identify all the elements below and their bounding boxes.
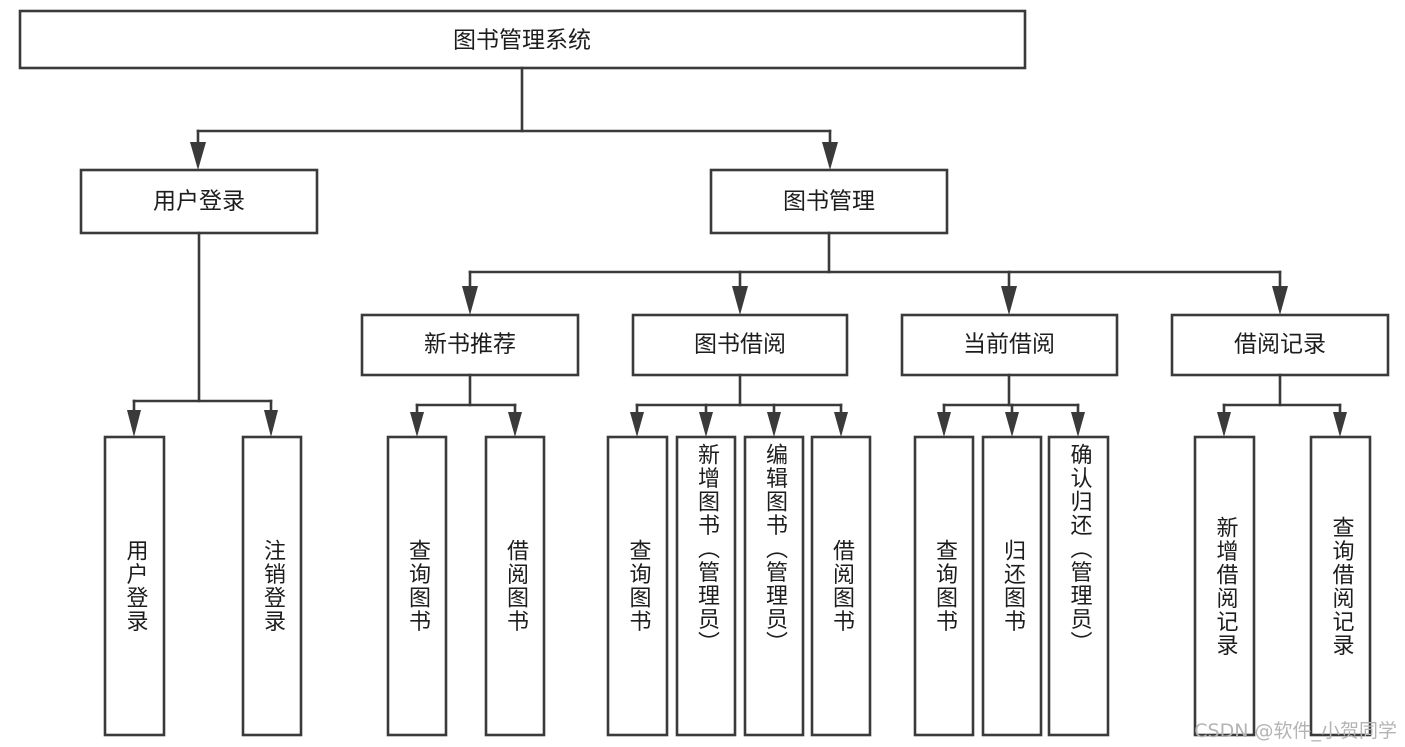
- node-user-login[interactable]: 用户登录: [79, 168, 319, 235]
- arrow-head-leaf-query-book-1: [410, 412, 424, 437]
- node-book-borrow[interactable]: 图书借阅: [631, 313, 849, 377]
- arrow-head-leaf-add-book: [699, 412, 713, 437]
- node-book-manage-label: 图书管理: [783, 189, 875, 215]
- arrow-head-leaf-query-book-2: [630, 412, 644, 437]
- arrow-head-leaf-return-book: [1005, 412, 1019, 437]
- arrow-head-leaf-query-book-3: [937, 412, 951, 437]
- node-leaf-query-record-box[interactable]: [1309, 435, 1372, 737]
- arrow-head-leaf-logout: [264, 410, 278, 437]
- arrow-head-leaf-borrow-book-1: [508, 412, 522, 437]
- node-leaf-borrow-book-2-box[interactable]: [810, 435, 872, 737]
- arrow-head-borrow-record: [1272, 286, 1288, 315]
- node-leaf-user-login-box[interactable]: [103, 435, 166, 737]
- node-leaf-query-book-3-box[interactable]: [913, 435, 975, 737]
- node-new-book-recommend-box[interactable]: [360, 313, 580, 377]
- node-borrow-record-label: 借阅记录: [1234, 332, 1326, 358]
- node-leaf-borrow-book-1-box[interactable]: [484, 435, 546, 737]
- node-borrow-record[interactable]: 借阅记录: [1170, 313, 1390, 377]
- node-leaf-edit-book-box[interactable]: [743, 435, 805, 737]
- node-borrow-record-box[interactable]: [1170, 313, 1390, 377]
- node-book-borrow-box[interactable]: [631, 313, 849, 377]
- arrow-head-leaf-borrow-book-2: [834, 412, 848, 437]
- arrow-head-leaf-edit-book: [767, 412, 781, 437]
- node-new-book-recommend[interactable]: 新书推荐: [360, 313, 580, 377]
- node-leaf-confirm-return-box[interactable]: [1047, 435, 1110, 737]
- node-new-book-recommend-label: 新书推荐: [424, 332, 516, 358]
- arrow-head-leaf-confirm-return: [1071, 412, 1085, 437]
- arrow-head-current-borrow: [1001, 286, 1017, 315]
- node-user-login-label: 用户登录: [153, 189, 245, 215]
- arrow-head-bookmanage: [822, 142, 838, 170]
- node-root-box[interactable]: [18, 9, 1027, 70]
- node-current-borrow-box[interactable]: [900, 313, 1119, 377]
- node-current-borrow[interactable]: 当前借阅: [900, 313, 1119, 377]
- node-leaf-query-book-2-box[interactable]: [606, 435, 669, 737]
- node-leaf-query-book-1-box[interactable]: [386, 435, 448, 737]
- node-leaf-add-book-box[interactable]: [675, 435, 737, 737]
- node-leaf-return-book-box[interactable]: [981, 435, 1043, 737]
- node-root-label: 图书管理系统: [453, 28, 591, 54]
- node-book-borrow-label: 图书借阅: [694, 332, 786, 358]
- arrow-head-leaf-query-record: [1333, 412, 1347, 437]
- arrow-head-userlogin: [190, 142, 206, 170]
- node-leaf-logout-box[interactable]: [241, 435, 303, 737]
- watermark-text: CSDN @软件_小贺同学: [1194, 720, 1397, 742]
- node-leaf-add-record-box[interactable]: [1193, 435, 1256, 737]
- arrow-head-leaf-user-login: [127, 410, 141, 437]
- node-current-borrow-label: 当前借阅: [963, 332, 1055, 358]
- node-book-manage-box[interactable]: [709, 168, 949, 235]
- arrow-head-book-borrow: [732, 286, 748, 315]
- node-root[interactable]: 图书管理系统: [18, 9, 1027, 70]
- arrow-head-new-book-recommend: [462, 286, 478, 315]
- arrow-head-leaf-add-record: [1217, 412, 1231, 437]
- node-book-manage[interactable]: 图书管理: [709, 168, 949, 235]
